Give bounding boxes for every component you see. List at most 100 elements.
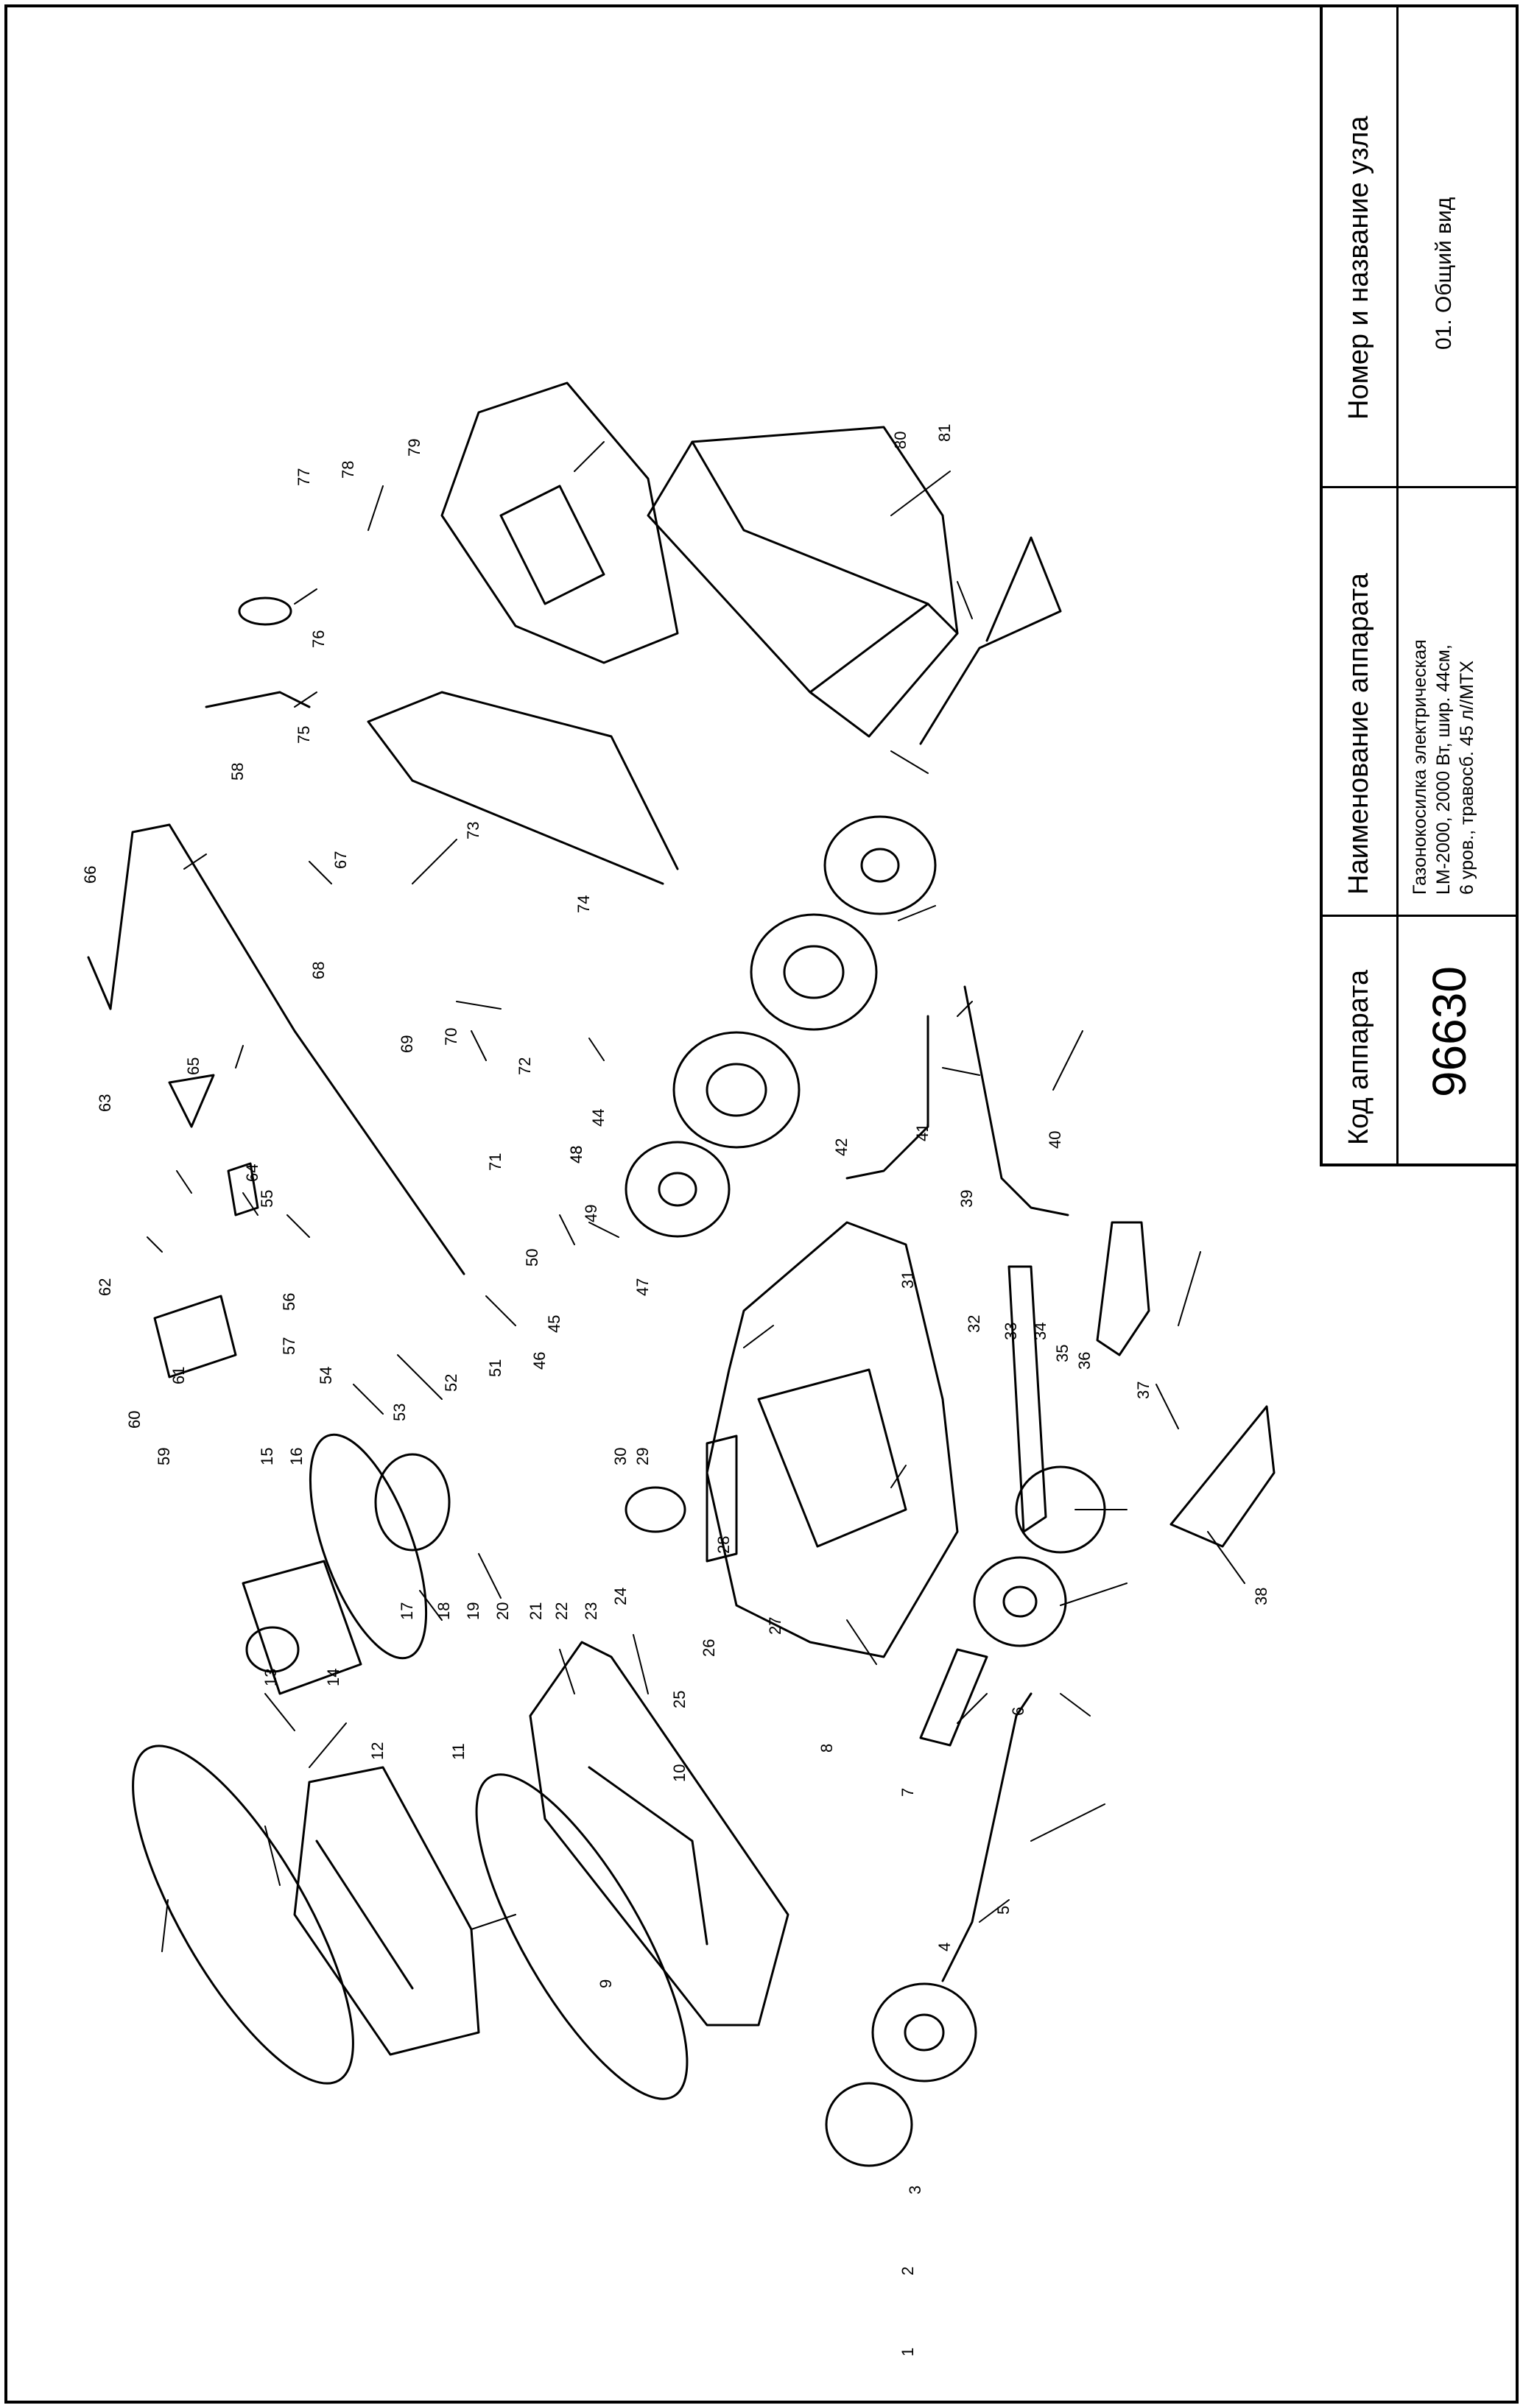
wheel-43-upper (823, 815, 937, 915)
callout-74: 74 (574, 895, 593, 913)
callout-67: 67 (331, 851, 350, 869)
wheel-44-lower (672, 1031, 801, 1149)
spring-part (227, 1162, 259, 1217)
plug-part (205, 691, 311, 708)
callout-24: 24 (611, 1588, 630, 1605)
callout-23: 23 (582, 1602, 600, 1620)
callout-27: 27 (766, 1617, 784, 1635)
callout-46: 46 (530, 1352, 549, 1370)
callout-14: 14 (324, 1669, 342, 1686)
callout-6: 6 (1009, 1707, 1027, 1716)
switch-box-part (153, 1295, 237, 1379)
callout-25: 25 (670, 1691, 689, 1708)
motor-cover-part (293, 1766, 480, 2056)
wheel-2-right (973, 1556, 1067, 1647)
wheel-1-left (825, 2082, 913, 2167)
header-device-name: Наименование аппарата (1343, 573, 1374, 895)
callout-13: 13 (261, 1669, 280, 1686)
callout-17: 17 (398, 1602, 416, 1620)
device-code-value: 96630 (1423, 966, 1476, 1097)
callout-56: 56 (280, 1293, 298, 1311)
callout-71: 71 (486, 1153, 504, 1171)
callout-22: 22 (552, 1602, 571, 1620)
callout-62: 62 (96, 1278, 114, 1296)
callout-50: 50 (523, 1249, 541, 1267)
callout-8: 8 (817, 1744, 836, 1753)
callout-75: 75 (295, 726, 313, 744)
callout-29: 29 (633, 1448, 652, 1465)
callout-81: 81 (935, 424, 954, 442)
callout-30: 30 (611, 1448, 630, 1465)
callout-10: 10 (670, 1764, 689, 1782)
callout-45: 45 (545, 1315, 563, 1333)
callout-41: 41 (913, 1124, 932, 1141)
deck-part (706, 1221, 959, 1658)
upper-handle-part (367, 691, 679, 870)
callout-59: 59 (155, 1448, 173, 1465)
lever-part (168, 1074, 215, 1128)
callout-19: 19 (464, 1602, 482, 1620)
callout-70: 70 (442, 1028, 460, 1046)
callout-7: 7 (898, 1788, 917, 1797)
callout-15: 15 (258, 1448, 276, 1465)
lower-handle-part (109, 823, 465, 1275)
title-block: Код аппарата 96630 Наименование аппарата… (1320, 7, 1516, 1166)
node-name-value: 01. Общий вид (1432, 197, 1456, 350)
side-chute-part (1169, 1405, 1276, 1548)
callout-26: 26 (700, 1639, 718, 1657)
callout-52: 52 (442, 1374, 460, 1392)
callout-4: 4 (935, 1943, 954, 1951)
front-axle-part (941, 1692, 1033, 1982)
foam-block-part (919, 1648, 988, 1747)
header-device-code: Код аппарата (1343, 969, 1374, 1145)
callout-60: 60 (125, 1411, 144, 1429)
callout-65: 65 (184, 1057, 203, 1075)
callout-35: 35 (1053, 1345, 1072, 1362)
callout-33: 33 (1002, 1323, 1020, 1340)
callout-58: 58 (228, 763, 247, 781)
callout-32: 32 (965, 1315, 983, 1333)
callout-63: 63 (96, 1094, 114, 1112)
grass-bag-part (647, 426, 959, 738)
belt-part (706, 1434, 738, 1563)
callout-76: 76 (309, 630, 328, 648)
drawing-sheet-border (4, 4, 1519, 2404)
header-node-name: Номер и название узла (1343, 116, 1374, 420)
grommet-part (238, 596, 292, 626)
callout-49: 49 (582, 1205, 600, 1222)
rear-flap-part (440, 381, 679, 664)
callout-57: 57 (280, 1337, 298, 1355)
mulch-plate-part (1096, 1221, 1150, 1356)
callout-38: 38 (1252, 1588, 1270, 1605)
callout-78: 78 (339, 461, 357, 479)
title-block-divider-1 (1323, 915, 1516, 917)
callout-9: 9 (597, 1979, 615, 1988)
blade-part (1007, 1265, 1047, 1533)
callout-64: 64 (243, 1164, 261, 1182)
callout-54: 54 (317, 1367, 335, 1384)
bag-frame-part (919, 536, 1062, 745)
callout-72: 72 (516, 1057, 534, 1075)
title-block-divider-vertical (1396, 7, 1399, 1163)
callout-20: 20 (493, 1602, 512, 1620)
callout-51: 51 (486, 1359, 504, 1377)
top-cover-part (529, 1641, 789, 2027)
motor-part (242, 1560, 362, 1695)
wheel-44-upper (750, 913, 878, 1031)
callout-77: 77 (295, 468, 313, 486)
callout-1: 1 (898, 2348, 917, 2356)
callout-36: 36 (1075, 1352, 1094, 1370)
screw-group-ellipse (132, 1745, 354, 2085)
callout-79: 79 (405, 439, 423, 457)
callout-53: 53 (390, 1404, 409, 1421)
wheel-3-left (871, 1982, 977, 2083)
callout-2: 2 (898, 2267, 917, 2275)
wheel-43-lower (625, 1141, 731, 1238)
rear-axle-part (963, 985, 1069, 1217)
callout-3: 3 (906, 2186, 924, 2194)
pulley-part (625, 1486, 686, 1533)
callout-44: 44 (589, 1109, 608, 1127)
callout-68: 68 (309, 962, 328, 979)
